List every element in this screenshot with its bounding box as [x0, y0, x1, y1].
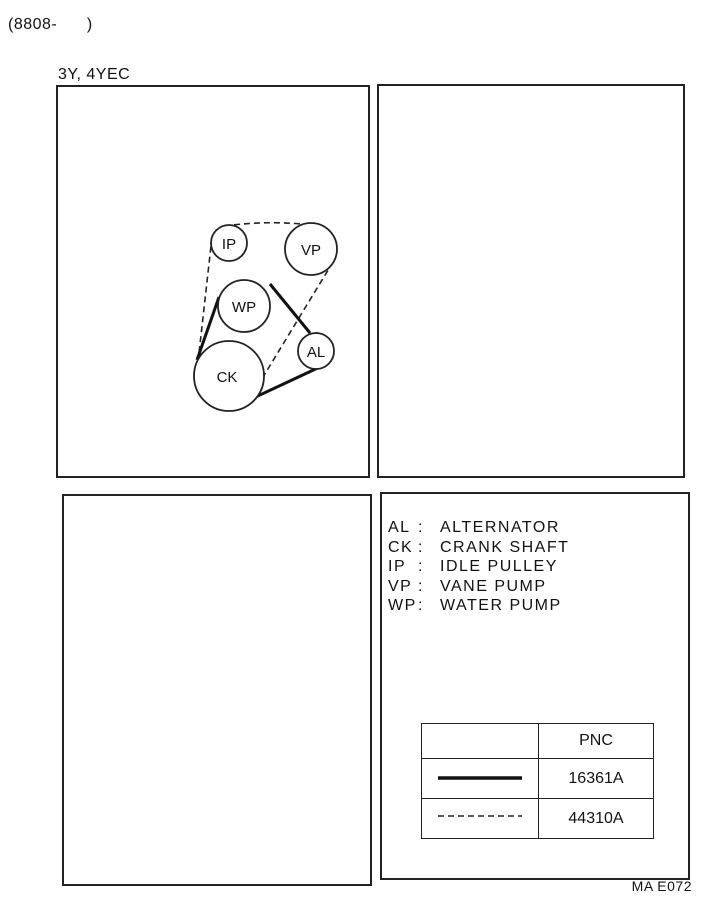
panel-top-left: [56, 85, 370, 478]
date-range: (8808- ): [8, 16, 93, 33]
legend-name: CRANK SHAFT: [440, 538, 570, 556]
pulley-label-wp: WP: [232, 299, 256, 316]
solid-line-sample: [421, 758, 539, 799]
pulley-label-vp: VP: [301, 242, 321, 259]
legend-abbr: CK: [388, 538, 414, 556]
legend-row: WP: WATER PUMP: [388, 597, 562, 614]
pulley-label-ip: IP: [222, 236, 236, 253]
panel-top-right: [377, 84, 685, 478]
legend-row: VP: VANE PUMP: [388, 577, 547, 595]
pnc-value: 44310A: [538, 798, 654, 839]
legend-row: IP: IDLE PULLEY: [388, 558, 558, 575]
legend-abbr: AL: [388, 519, 411, 536]
legend-name: VANE PUMP: [440, 577, 547, 595]
pnc-table: PNC 16361A 44310A: [421, 723, 654, 839]
pnc-row: 44310A: [421, 798, 654, 839]
pulley-ck: [193, 340, 265, 412]
pnc-row: 16361A: [421, 758, 654, 799]
legend-abbr: WP: [388, 597, 417, 614]
legend-name: WATER PUMP: [440, 597, 562, 614]
engine-label: 3Y, 4YEC: [58, 66, 131, 83]
legend-name: IDLE PULLEY: [440, 558, 558, 575]
pulley-ip: [210, 224, 248, 262]
pnc-header-row: PNC: [421, 723, 654, 759]
pulley-wp: [217, 279, 271, 333]
legend-name: ALTERNATOR: [440, 519, 560, 536]
dashed-line-sample: [421, 798, 539, 839]
legend-row: AL: ALTERNATOR: [388, 519, 560, 536]
pnc-value: 16361A: [538, 758, 654, 799]
line-style-header: [421, 723, 539, 759]
legend-row: CK: CRANK SHAFT: [388, 538, 570, 556]
figure-code: MA E072: [631, 878, 692, 894]
panel-bottom-right: [380, 492, 690, 880]
pnc-header: PNC: [538, 723, 654, 759]
legend-abbr: VP: [388, 577, 413, 595]
pulley-al: [297, 332, 335, 370]
pulley-vp: [284, 222, 338, 276]
pulley-label-al: AL: [307, 344, 325, 361]
legend-abbr: IP: [388, 558, 407, 575]
pulley-label-ck: CK: [217, 369, 238, 386]
legend: AL: ALTERNATOR CK: CRANK SHAFT IP: IDLE …: [388, 518, 569, 616]
panel-bottom-left: [62, 494, 372, 886]
